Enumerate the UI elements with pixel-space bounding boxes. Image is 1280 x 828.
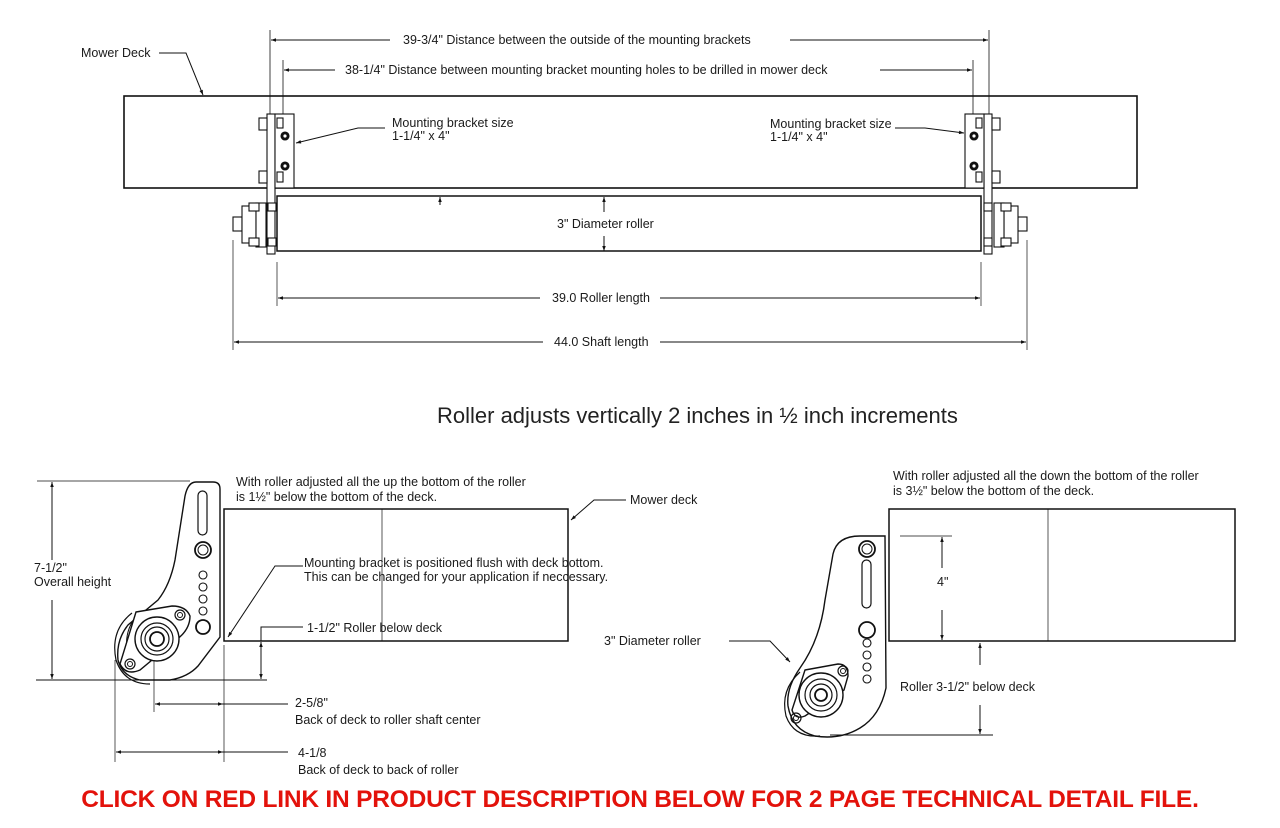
left-mounting-bracket (258, 113, 295, 255)
back-of-roller-value: 4-1/8 (298, 746, 327, 760)
flush-note-line2: This can be changed for your application… (304, 570, 609, 584)
mower-deck-top (123, 95, 1138, 189)
roller-diameter-side-label: 3" Diameter roller (604, 634, 701, 648)
down-note-line2: is 3½" below the bottom of the deck. (893, 484, 1095, 498)
overall-height-value: 7-1/2" (34, 561, 67, 575)
overall-height-label: Overall height (34, 575, 112, 589)
bracket-size-left-line2: 1-1/4" x 4" (392, 129, 450, 143)
right-shaft-end (983, 202, 1028, 248)
bracket-size-right-line2: 1-1/4" x 4" (770, 130, 828, 144)
side-view-down (729, 508, 1236, 738)
top-view (123, 30, 1138, 350)
shaft-center-label: Back of deck to roller shaft center (295, 713, 481, 727)
shaft-center-value: 2-5/8" (295, 696, 328, 710)
mower-deck-label-side: Mower deck (630, 493, 698, 507)
left-shaft-end (232, 202, 277, 248)
roller-below-deck-down: Roller 3-1/2" below deck (900, 680, 1036, 694)
holes-dimension: 38-1/4" Distance between mounting bracke… (342, 63, 831, 77)
adjustment-heading: Roller adjusts vertically 2 inches in ½ … (437, 403, 958, 428)
bracket-size-left-line1: Mounting bracket size (392, 116, 514, 130)
roller-diameter-label: 3" Diameter roller (557, 217, 654, 231)
bracket-size-right-line1: Mounting bracket size (770, 117, 892, 131)
side-view-up (36, 480, 626, 762)
technical-file-callout: CLICK ON RED LINK IN PRODUCT DESCRIPTION… (81, 786, 1199, 813)
up-note-line2: is 1½" below the bottom of the deck. (236, 490, 438, 504)
roller-length-label: 39.0 Roller length (549, 291, 653, 305)
right-mounting-bracket (964, 113, 1001, 255)
deck-height-label: 4" (937, 575, 949, 589)
back-of-roller-label: Back of deck to back of roller (298, 763, 459, 777)
down-note-line1: With roller adjusted all the down the bo… (893, 469, 1199, 483)
up-note-line1: With roller adjusted all the up the bott… (236, 475, 526, 489)
shaft-length-label: 44.0 Shaft length (551, 335, 652, 349)
roller-top-view (276, 195, 982, 252)
mower-deck-side-up (223, 508, 569, 642)
roller-below-deck-up: 1-1/2" Roller below deck (307, 621, 443, 635)
outside-brackets-dimension: 39-3/4" Distance between the outside of … (400, 33, 754, 47)
mower-deck-label-top: Mower Deck (81, 46, 151, 60)
mower-deck-side-down (888, 508, 1236, 642)
flush-note-line1: Mounting bracket is positioned flush wit… (304, 556, 604, 570)
